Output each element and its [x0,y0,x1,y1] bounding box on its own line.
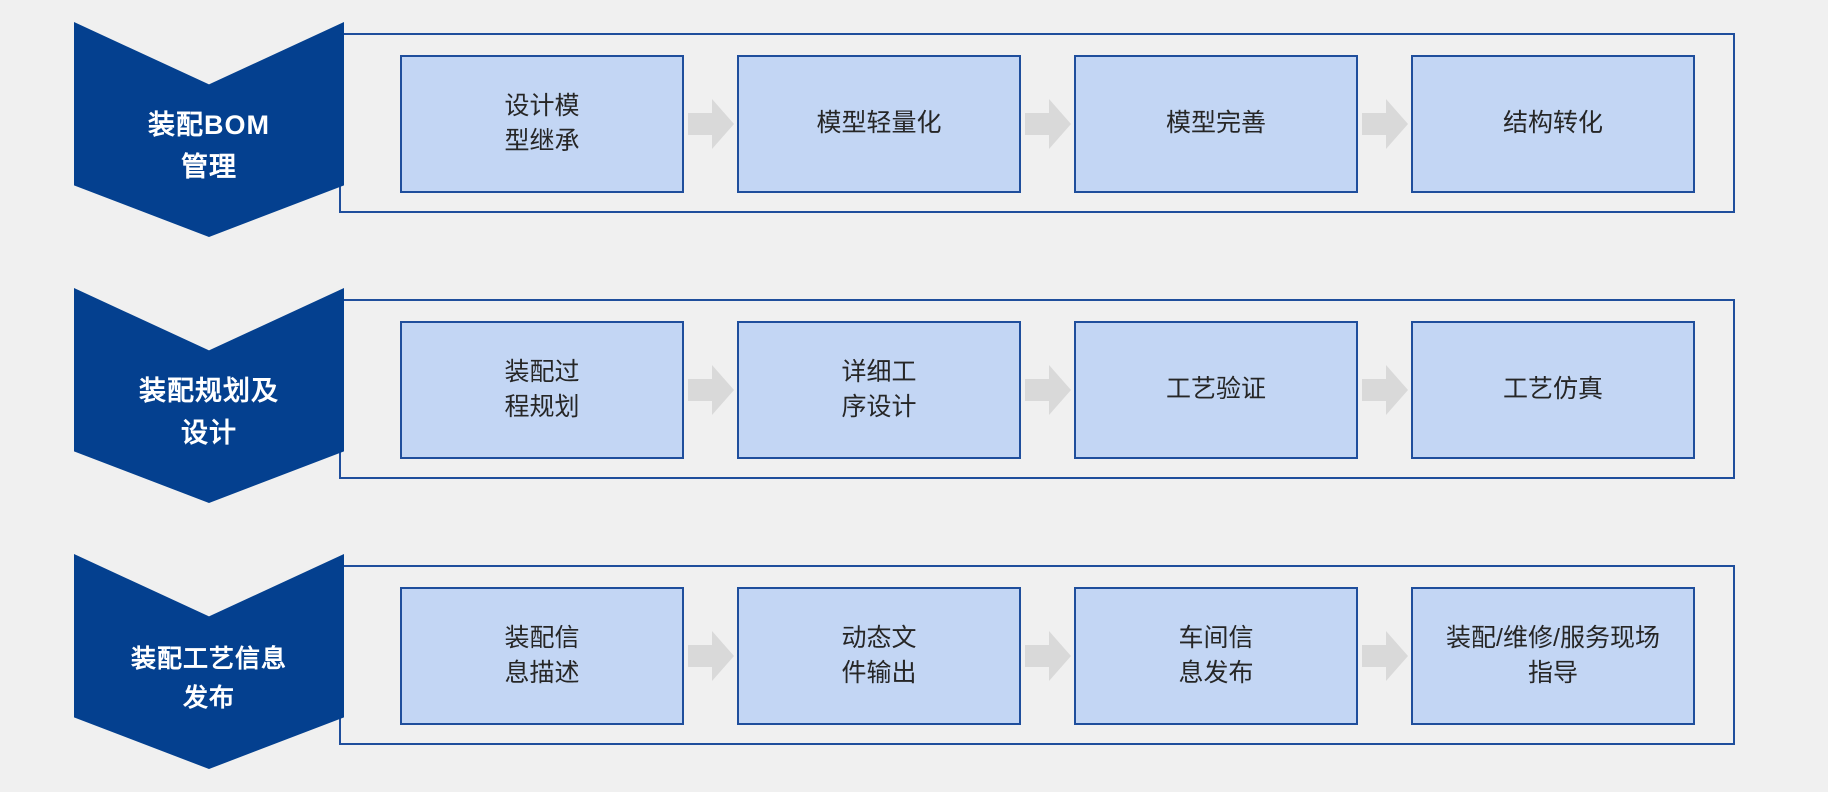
stage-label-1-4: 结构转化 [1502,109,1603,138]
arrow-right-icon-2-2 [1024,365,1071,415]
arrow-right-icon-3-2 [1024,631,1071,681]
stage-box-1-1[interactable]: 设计模 型继承 [400,55,684,193]
process-row-assembly-bom: 装配BOM 管理 设计模 型继承 模型轻量化 模型完善 [0,22,1828,254]
arrow-right-icon-1-2 [1024,99,1071,149]
stage-box-3-1[interactable]: 装配信 息描述 [400,587,684,725]
stage-label-2-3: 工艺验证 [1165,375,1266,404]
stage-label-2-2: 详细工 序设计 [841,357,917,422]
stage-label-2-4: 工艺仿真 [1502,375,1603,404]
stage-track-row-2: 装配过 程规划 详细工 序设计 工艺验证 [400,321,1695,459]
phase-chevron-label-2: 装配规划及 设计 [139,375,279,448]
stage-box-2-1[interactable]: 装配过 程规划 [400,321,684,459]
stage-label-2-1: 装配过 程规划 [504,357,580,422]
arrow-right-icon-3-3 [1361,631,1408,681]
stage-box-2-3[interactable]: 工艺验证 [1074,321,1358,459]
process-row-process-info-release: 装配工艺信息 发布 装配信 息描述 动态文 件输出 车间信 息发布 [0,554,1828,786]
stage-box-2-4[interactable]: 工艺仿真 [1411,321,1695,459]
stage-box-1-4[interactable]: 结构转化 [1411,55,1695,193]
stage-box-2-2[interactable]: 详细工 序设计 [737,321,1021,459]
stage-box-3-4[interactable]: 装配/维修/服务现场 指导 [1411,587,1695,725]
stage-box-1-2[interactable]: 模型轻量化 [737,55,1021,193]
phase-chevron-assembly-planning[interactable]: 装配规划及 设计 [74,288,344,503]
arrow-right-icon-1-1 [687,99,734,149]
stage-track-row-1: 设计模 型继承 模型轻量化 模型完善 [400,55,1695,193]
arrow-right-icon-1-3 [1361,99,1408,149]
stage-label-3-2: 动态文 件输出 [841,623,917,688]
process-row-assembly-planning: 装配规划及 设计 装配过 程规划 详细工 序设计 工艺验证 [0,288,1828,520]
arrow-right-icon-2-1 [687,365,734,415]
stage-track-row-3: 装配信 息描述 动态文 件输出 车间信 息发布 [400,587,1695,725]
phase-chevron-process-info-release[interactable]: 装配工艺信息 发布 [74,554,344,769]
stage-label-3-4: 装配/维修/服务现场 指导 [1446,623,1660,688]
stage-label-1-2: 模型轻量化 [816,109,942,138]
arrow-right-icon-2-3 [1361,365,1408,415]
phase-chevron-assembly-bom[interactable]: 装配BOM 管理 [74,22,344,237]
stage-label-1-3: 模型完善 [1165,109,1266,138]
stage-label-1-1: 设计模 型继承 [504,91,580,156]
arrow-right-icon-3-1 [687,631,734,681]
phase-chevron-label-1: 装配BOM 管理 [148,109,270,182]
stage-box-3-3[interactable]: 车间信 息发布 [1074,587,1358,725]
stage-box-1-3[interactable]: 模型完善 [1074,55,1358,193]
stage-label-3-3: 车间信 息发布 [1178,623,1254,688]
phase-chevron-label-3: 装配工艺信息 发布 [130,644,287,712]
stage-label-3-1: 装配信 息描述 [504,623,580,688]
stage-box-3-2[interactable]: 动态文 件输出 [737,587,1021,725]
